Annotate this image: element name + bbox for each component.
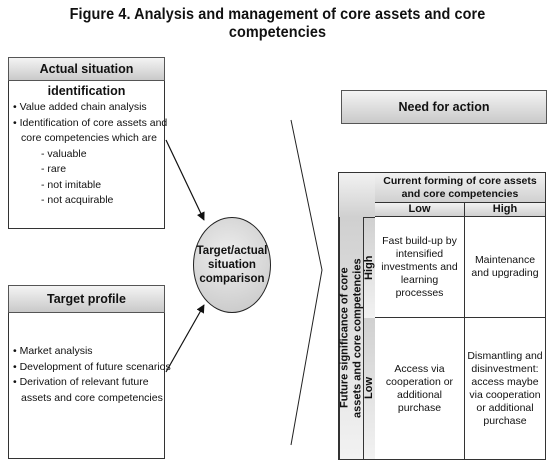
list-item: • Market analysis bbox=[13, 345, 93, 357]
arrow-actual-to-comparison bbox=[165, 139, 205, 221]
cell-line: intensified bbox=[395, 247, 444, 260]
cell-line: cooperation or bbox=[385, 375, 454, 388]
list-item: - valuable bbox=[41, 147, 87, 160]
matrix-cell-high-high: Maintenance and upgrading bbox=[465, 217, 545, 318]
cell-line: Fast build-up by bbox=[382, 234, 457, 247]
list-item: core competencies which are bbox=[21, 132, 157, 144]
list-item: • Identification of core assets and bbox=[13, 116, 168, 129]
cell-line: access maybe bbox=[471, 375, 539, 388]
arrow-target-to-comparison bbox=[165, 304, 205, 373]
figure-title: Figure 4. Analysis and management of cor… bbox=[69, 6, 486, 41]
list-item: • Development of future scenarios bbox=[13, 360, 171, 373]
cell-line: additional bbox=[397, 388, 442, 401]
comparison-label-line: Target/actual bbox=[196, 245, 268, 257]
column-title-line: Current forming of core assets bbox=[383, 175, 537, 187]
list-item: - not imitable bbox=[41, 178, 102, 191]
cell-line: learning bbox=[400, 273, 439, 286]
target-profile-list: • Market analysis • Development of futur… bbox=[13, 344, 171, 406]
list-item: - not acquirable bbox=[41, 194, 114, 206]
matrix-cell-low-low: Access via cooperation or additional pur… bbox=[375, 318, 465, 459]
actual-situation-header: Actual situation identification bbox=[8, 57, 165, 98]
cell-line: purchase bbox=[483, 414, 527, 427]
chevron-right-icon bbox=[290, 119, 323, 446]
row-header-low: Low bbox=[363, 318, 375, 459]
column-header-high: High bbox=[465, 203, 545, 217]
cell-line: via cooperation bbox=[469, 388, 541, 401]
list-item: • Value added chain analysis bbox=[13, 101, 147, 113]
row-title-line: Future significance of core bbox=[338, 267, 351, 409]
cell-line: disinvestment: bbox=[471, 362, 539, 375]
cell-line: or additional bbox=[476, 401, 534, 414]
row-header-high: High bbox=[363, 217, 375, 318]
column-header-low: Low bbox=[375, 203, 465, 217]
cell-line: Maintenance bbox=[474, 254, 536, 266]
target-profile-header: Target profile bbox=[8, 285, 165, 313]
list-item: - rare bbox=[41, 163, 67, 175]
column-title-line: and core competencies bbox=[401, 188, 519, 200]
actual-situation-box: Actual situation identification • Value … bbox=[8, 57, 167, 229]
cell-line: Access via bbox=[394, 362, 445, 375]
comparison-circle: Target/actual situation comparison bbox=[193, 217, 271, 313]
cell-line: Dismantling and bbox=[467, 349, 543, 362]
actual-situation-list: • Value added chain analysis • Identific… bbox=[13, 100, 167, 209]
matrix-row-title: Future significance of core assets and c… bbox=[338, 217, 364, 459]
list-item: assets and core competencies bbox=[21, 391, 163, 404]
matrix-corner bbox=[339, 173, 376, 217]
target-profile-box: Target profile • Market analysis • Devel… bbox=[8, 285, 171, 459]
need-for-action-header: Need for action bbox=[341, 90, 547, 124]
action-matrix: Current forming of core assets and core … bbox=[338, 172, 546, 460]
list-item: • Derivation of relevant future bbox=[13, 376, 149, 388]
matrix-column-title: Current forming of core assets and core … bbox=[375, 173, 545, 203]
cell-line: investments and bbox=[381, 260, 458, 273]
matrix-cell-low-high: Dismantling and disinvestment: access ma… bbox=[465, 318, 545, 459]
cell-line: processes bbox=[395, 286, 444, 299]
comparison-label-line: comparison bbox=[199, 273, 265, 285]
comparison-label-line: situation bbox=[208, 259, 256, 271]
cell-line: and upgrading bbox=[471, 267, 539, 279]
cell-line: purchase bbox=[397, 401, 442, 414]
matrix-cell-high-low: Fast build-up by intensified investments… bbox=[375, 217, 465, 318]
